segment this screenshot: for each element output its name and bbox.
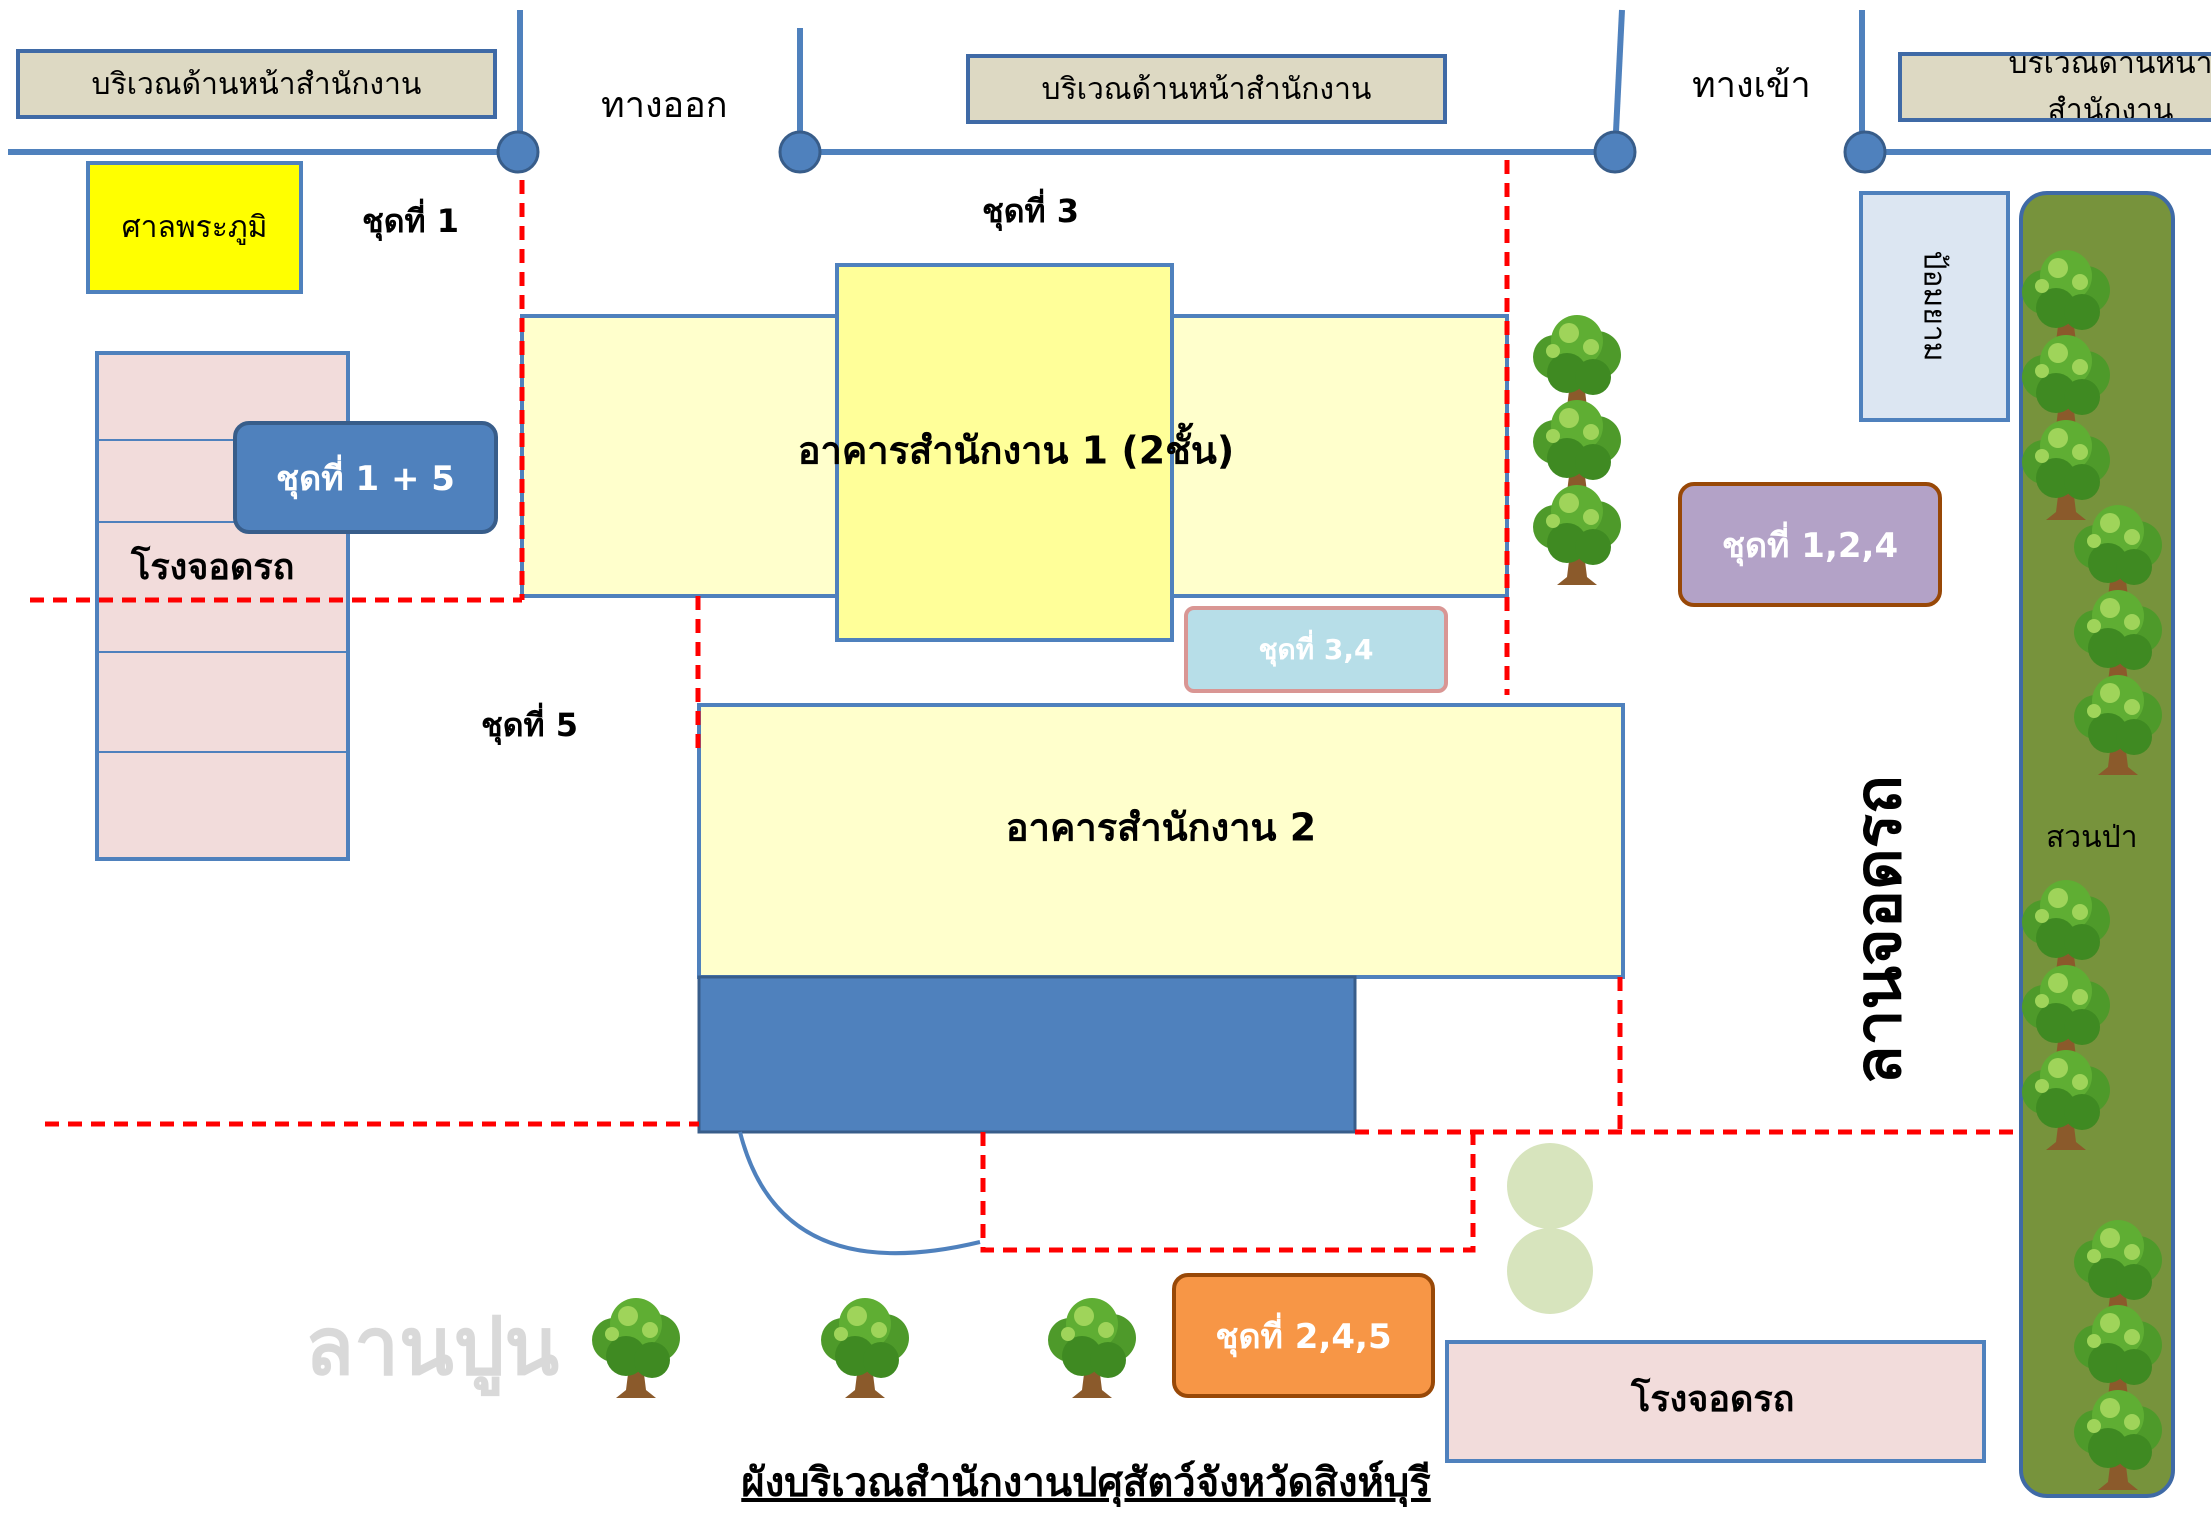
zone-label-5: ชุดที่ 5 [481,706,578,744]
front-area-text: บริเวณด้านหน้าสำนักงาน [1041,71,1372,107]
zone-badge-1-2-4: ชุดที่ 1,2,4 [1678,482,1942,607]
zone-badge-1-5: ชุดที่ 1 + 5 [233,421,498,534]
road-lines [8,9,2211,155]
building-1-core [835,263,1174,642]
guard-house-label: ป้อมยาม [1916,250,1952,362]
shrub [1507,1228,1593,1314]
gate-post [496,130,540,174]
front-area-text: บริเวณด้านหน้าสำนักงาน [91,66,422,102]
exit-label: ทางออก [601,85,728,126]
zone-badge-label: ชุดที่ 1 + 5 [276,458,455,499]
gate-post [778,130,822,174]
building-1-label: อาคารสำนักงาน 1 (2ชั้น) [797,428,1235,473]
front-area-label-left: บริเวณด้านหน้าสำนักงาน [16,49,497,119]
front-area-label-right: บริเวณด้านหน้าสำนักงาน [1898,52,2211,122]
zone-badge-2-4-5: ชุดที่ 2,4,5 [1172,1273,1435,1398]
zone-badge-label: ชุดที่ 1,2,4 [1721,525,1899,566]
forest-garden-label: สวนป่า [2046,820,2138,855]
gate-posts [496,130,1887,174]
front-area-text: บริเวณด้านหน้าสำนักงาน [2008,52,2211,122]
parking-lot-label: ลานจอดรถ [1842,775,1916,1085]
building-2 [697,703,1625,979]
cement-yard-label: ลานปูน [305,1300,560,1393]
map-title: ผังบริเวณสำนักงานปศุสัตว์จังหวัดสิงห์บุร… [741,1460,1431,1506]
zone-badge-label: ชุดที่ 2,4,5 [1215,1316,1392,1357]
zone-badge-label: ชุดที่ 3,4 [1258,632,1374,666]
building-2-annex [697,975,1357,1134]
shrine: ศาลพระภูมิ [86,161,303,294]
garage-bottom [1445,1340,1986,1463]
zone-label-3: ชุดที่ 3 [982,192,1079,230]
garage-left-label: โรงจอดรถ [131,547,295,588]
zone-label-1: ชุดที่ 1 [362,202,459,240]
gate-post [1843,130,1887,174]
entrance-label: ทางเข้า [1692,65,1811,106]
guard-house [1859,191,2010,422]
zone-boundaries [30,160,2018,1253]
garage-bottom-label: โรงจอดรถ [1631,1379,1795,1420]
front-area-label-middle: บริเวณด้านหน้าสำนักงาน [966,54,1447,124]
door-swing-arc [738,1131,981,1256]
shrub [1507,1143,1593,1229]
building-2-label: อาคารสำนักงาน 2 [1005,805,1317,850]
road-middle-post-right [1612,9,1625,153]
zone-badge-3-4: ชุดที่ 3,4 [1184,606,1448,693]
shrine-label: ศาลพระภูมิ [121,210,268,245]
gate-post [1593,130,1637,174]
